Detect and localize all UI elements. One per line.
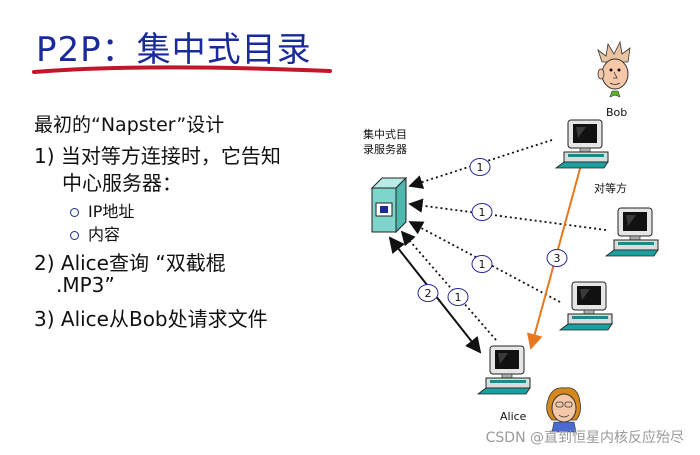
bullet-icon [70,231,79,240]
item-1-line-2: 中心服务器： [62,171,182,195]
bob-face-icon [597,40,631,98]
step-label: 1 [477,161,484,174]
step-label: 3 [554,252,561,265]
server-icon [370,176,408,234]
item-1-line-1: 1) 当对等方连接时，它告知 [34,144,281,168]
step-circle: 1 [447,288,469,306]
step-circle: 2 [417,284,439,302]
step-circle: 3 [546,249,568,267]
step-circle: 1 [469,158,491,176]
step-circle: 1 [471,203,493,221]
computer-icon-bob [555,119,609,169]
item-2-line-1: 2) Alice查询 “双截棍 [34,251,226,275]
step-label: 2 [425,287,432,300]
computer-icon-peer-mid [559,281,613,331]
alice-label: Alice [500,410,527,423]
register-arrow-right [408,198,607,231]
watermark: CSDN @直到恒星内核反应殆尽 [485,430,684,446]
title-underline [32,65,332,74]
item-2-line-2: .MP3” [56,273,115,297]
step-label: 1 [479,206,486,219]
subitem-content: 内容 [70,221,120,245]
step-circle: 1 [471,255,493,273]
slide-title: P2P：集中式目录 [36,30,312,70]
subitem-ip-label: IP地址 [88,202,135,221]
bullet-icon [70,208,79,217]
item-3-line: 3) Alice从Bob处请求文件 [34,307,268,331]
bob-label: Bob [606,106,627,119]
step-label: 1 [479,258,486,271]
intro-line: 最初的“Napster”设计 [34,114,225,136]
peer-label: 对等方 [594,181,627,195]
subitem-ip: IP地址 [70,198,134,222]
subitem-content-label: 内容 [88,225,121,244]
alice-face-icon [546,387,581,433]
server-label-line-2: 录服务器 [363,143,407,156]
computer-icon-peer-right [605,207,659,257]
server-label-line-1: 集中式目 [363,127,407,141]
register-arrow-alice [400,230,497,341]
step-label: 1 [455,291,462,304]
computer-icon-alice [477,345,531,395]
